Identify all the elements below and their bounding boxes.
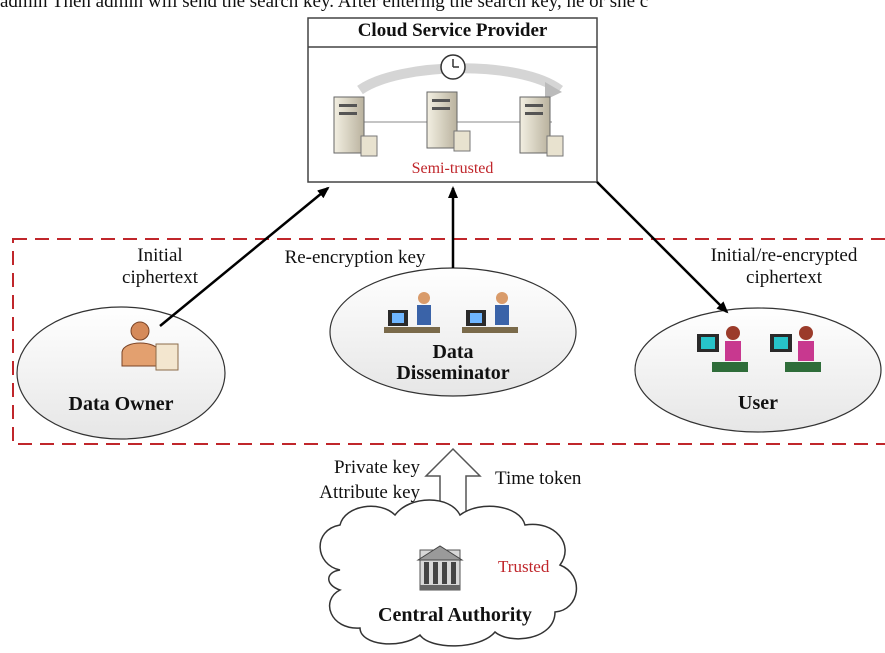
- cloud-to-user-arrow: [596, 181, 729, 314]
- data-owner-node: [16, 306, 226, 440]
- user-person-icon: [770, 326, 821, 372]
- server-icon: [426, 91, 471, 152]
- data-disseminator-label: Data Disseminator: [396, 341, 510, 384]
- user-node: [634, 307, 882, 433]
- disseminator-person-icon: [384, 292, 440, 333]
- authority-keys-label: Private key Attribute key: [319, 457, 420, 503]
- disseminator-to-cloud-label: Re-encryption key: [284, 247, 426, 268]
- server-cluster: [333, 54, 564, 157]
- domain-boundary: [12, 238, 885, 445]
- user-person-icon: [697, 326, 748, 372]
- header-text: admin Then admin will send the search ke…: [0, 0, 649, 12]
- owner-to-cloud-arrow: [159, 186, 330, 327]
- cloud-provider-trust: Semi-trusted: [411, 160, 494, 177]
- central-authority-label: Central Authority: [378, 604, 532, 626]
- authority-up-arrow: [424, 447, 482, 516]
- disseminator-person-icon: [462, 292, 518, 333]
- clock-icon: [440, 54, 466, 80]
- user-label: User: [738, 392, 778, 414]
- owner-to-cloud-label: Initial ciphertext: [122, 245, 198, 288]
- authority-token-label: Time token: [495, 468, 582, 489]
- bank-icon: [416, 545, 464, 591]
- cloud-provider-title: Cloud Service Provider: [357, 20, 548, 41]
- server-icon: [333, 96, 378, 157]
- data-owner-label: Data Owner: [68, 393, 174, 415]
- data-owner-icon: [121, 321, 179, 371]
- authority-trust-label: Trusted: [498, 557, 550, 576]
- cloud-to-user-label: Initial/re-encrypted ciphertext: [710, 245, 858, 288]
- server-icon: [519, 96, 564, 157]
